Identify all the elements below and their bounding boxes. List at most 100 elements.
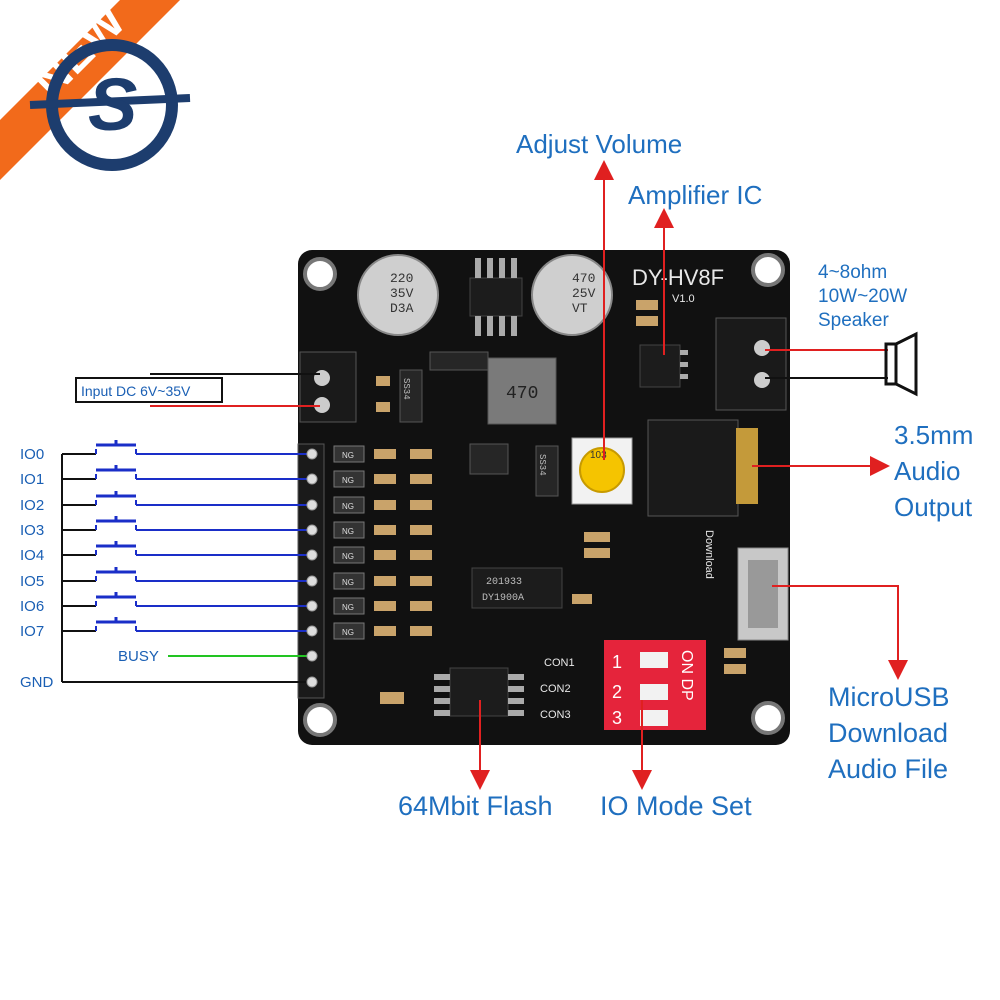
smd-resistor xyxy=(374,500,396,510)
svg-text:201933: 201933 xyxy=(486,577,522,588)
svg-text:NG: NG xyxy=(342,527,354,536)
svg-text:35V: 35V xyxy=(390,286,414,301)
amplifier-ic-label: Amplifier IC xyxy=(628,180,762,210)
smd-resistor xyxy=(410,626,432,636)
diode-ss34-2: SS34 xyxy=(535,445,559,497)
microusb-line1: MicroUSB xyxy=(828,682,950,712)
ng-resistor xyxy=(333,470,365,488)
header-pin xyxy=(306,625,318,637)
busy-label: BUSY xyxy=(118,648,159,665)
volume-potentiometer: 103 xyxy=(571,437,633,505)
input-dc-label: Input DC 6V~35V xyxy=(81,383,191,399)
adjust-volume-label: Adjust Volume xyxy=(516,129,682,159)
board-title: DY-HV8F xyxy=(632,265,724,290)
flash-label: 64Mbit Flash xyxy=(398,791,553,821)
gnd-label: GND xyxy=(20,674,54,691)
flash-chip xyxy=(434,667,524,717)
svg-text:SS34: SS34 xyxy=(401,378,411,400)
io-pin-label-2: IO2 xyxy=(20,497,44,514)
speaker-spec-line1: 4~8ohm xyxy=(818,262,887,283)
io-mode-label: IO Mode Set xyxy=(600,791,752,821)
smd-resistor xyxy=(374,550,396,560)
svg-text:NG: NG xyxy=(342,603,354,612)
ng-resistor xyxy=(333,597,365,615)
svg-text:220: 220 xyxy=(390,271,413,286)
amplifier-chip xyxy=(639,344,688,388)
ng-resistor xyxy=(333,521,365,539)
con3-label: CON3 xyxy=(540,709,571,721)
microusb-line3: Audio File xyxy=(828,754,948,784)
audio-jack xyxy=(647,419,758,517)
svg-text:25V: 25V xyxy=(572,286,596,301)
smd-resistor xyxy=(374,474,396,484)
header-pin xyxy=(306,650,318,662)
smd-resistor xyxy=(374,525,396,535)
svg-text:NG: NG xyxy=(342,552,354,561)
diode-ss34-1: SS34 xyxy=(399,369,423,423)
smd-resistor xyxy=(410,474,432,484)
svg-text:3: 3 xyxy=(612,708,622,728)
mount-hole xyxy=(751,701,785,735)
svg-text:470: 470 xyxy=(506,384,538,404)
header-pin xyxy=(306,549,318,561)
con1-label: CON1 xyxy=(544,657,575,669)
microusb-line2: Download xyxy=(828,718,948,748)
svg-text:NG: NG xyxy=(342,578,354,587)
svg-text:103: 103 xyxy=(590,450,607,461)
speaker-icon xyxy=(884,331,918,397)
ng-resistor xyxy=(333,622,365,640)
input-dc-wires: Input DC 6V~35V xyxy=(75,373,320,407)
smd-resistor xyxy=(374,601,396,611)
pcb-board: DY-HV8F V1.0 220 35V D3A 470 25V VT 470 xyxy=(297,250,790,745)
ng-resistor xyxy=(333,445,365,463)
audio-output-line1: 3.5mm xyxy=(894,420,973,450)
smd-resistor xyxy=(410,576,432,586)
io-pin-label-3: IO3 xyxy=(20,522,44,539)
svg-text:S: S xyxy=(88,63,137,146)
header-pin xyxy=(306,473,318,485)
power-terminal xyxy=(299,351,357,423)
io-pin-label-1: IO1 xyxy=(20,471,44,488)
speaker-spec-line3: Speaker xyxy=(818,310,889,331)
svg-text:SS34: SS34 xyxy=(537,454,547,476)
smd-resistor xyxy=(410,525,432,535)
smd-resistor xyxy=(410,449,432,459)
smd-resistor xyxy=(410,550,432,560)
svg-text:NG: NG xyxy=(342,628,354,637)
dip-switch: 1 2 3 ON DP xyxy=(604,640,706,730)
brand-logo: S xyxy=(29,39,191,171)
board-version: V1.0 xyxy=(672,293,695,305)
svg-text:D3A: D3A xyxy=(390,301,414,316)
ng-resistor xyxy=(333,496,365,514)
svg-text:2: 2 xyxy=(612,682,622,702)
svg-text:NG: NG xyxy=(342,502,354,511)
micro-usb-port: Download xyxy=(703,530,789,641)
io-pin-label-6: IO6 xyxy=(20,598,44,615)
header-pin xyxy=(306,524,318,536)
ng-resistor xyxy=(333,546,365,564)
ng-resistor xyxy=(333,572,365,590)
audio-output-line3: Output xyxy=(894,492,973,522)
header-pin xyxy=(306,575,318,587)
header-pin xyxy=(306,499,318,511)
audio-output-line2: Audio xyxy=(894,456,961,486)
mount-hole xyxy=(303,257,337,291)
input-dc-box xyxy=(75,377,223,403)
svg-text:DY1900A: DY1900A xyxy=(482,593,524,604)
speaker-spec-line2: 10W~20W xyxy=(818,286,907,307)
svg-text:VT: VT xyxy=(572,301,588,316)
svg-text:470: 470 xyxy=(572,271,595,286)
svg-text:Download: Download xyxy=(703,530,715,579)
decoder-chip: 201933 DY1900A xyxy=(471,567,563,609)
annotation-arrows xyxy=(470,160,908,790)
smd-resistor xyxy=(374,449,396,459)
smd-resistor xyxy=(374,626,396,636)
svg-text:ON DP: ON DP xyxy=(678,650,695,701)
io-pin-label-4: IO4 xyxy=(20,547,44,564)
smd-resistor xyxy=(410,500,432,510)
io-pin-label-0: IO0 xyxy=(20,446,44,463)
svg-text:NG: NG xyxy=(342,476,354,485)
header-pin xyxy=(306,676,318,688)
